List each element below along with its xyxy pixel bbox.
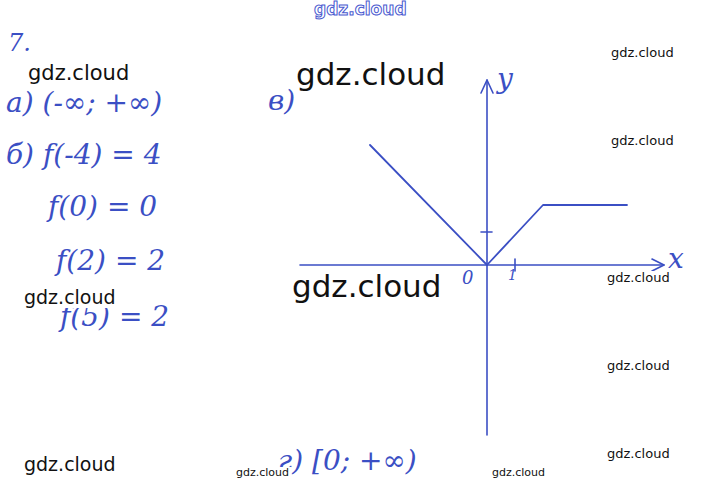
watermark: gdz.cloud bbox=[22, 287, 118, 308]
watermark: gdz.cloud bbox=[490, 467, 547, 479]
problem-number: 7. bbox=[8, 30, 31, 56]
answer-text: г) [0; +∞) bbox=[278, 446, 417, 477]
watermark: gdz.cloud bbox=[609, 134, 676, 148]
watermark: gdz.cloud bbox=[312, 0, 409, 19]
watermark: gdz.cloud bbox=[26, 62, 131, 85]
tick-label: 1 bbox=[508, 268, 517, 283]
answer-text: f(2) = 2 bbox=[56, 246, 165, 277]
watermark: gdz.cloud bbox=[605, 271, 672, 285]
graph-line bbox=[370, 145, 627, 265]
y-axis bbox=[486, 80, 488, 435]
watermark: gdz.cloud bbox=[234, 467, 291, 479]
answer-text: б) f(-4) = 4 bbox=[6, 140, 161, 171]
axis-label: y bbox=[497, 64, 513, 95]
x-axis bbox=[300, 264, 664, 266]
watermark: gdz.cloud bbox=[605, 447, 672, 461]
watermark: gdz.cloud bbox=[22, 454, 118, 475]
watermark: gdz.cloud bbox=[609, 46, 676, 60]
origin-label: 0 bbox=[462, 268, 473, 288]
answer-text: а) (-∞; +∞) bbox=[6, 88, 162, 119]
watermark: gdz.cloud bbox=[294, 57, 447, 91]
watermark: gdz.cloud bbox=[290, 269, 443, 303]
watermark: gdz.cloud bbox=[605, 359, 672, 373]
answer-text: f(0) = 0 bbox=[48, 192, 157, 223]
x-axis-arrow bbox=[652, 259, 664, 271]
y-axis-arrow bbox=[481, 80, 493, 93]
y-tick bbox=[481, 231, 492, 233]
part-label: в) bbox=[268, 86, 295, 117]
